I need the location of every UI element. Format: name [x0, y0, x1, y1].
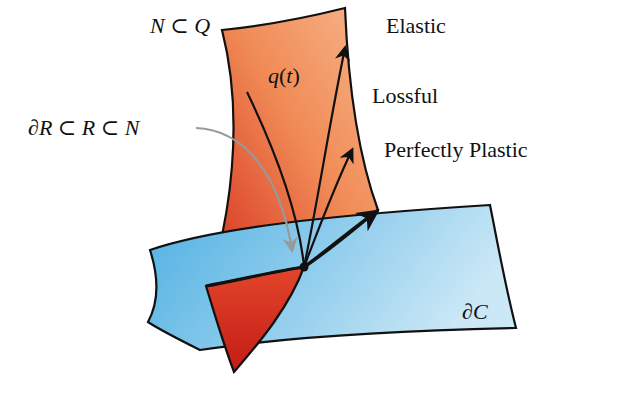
plastic-arrow — [304, 212, 376, 267]
trajectory-curve — [247, 92, 304, 266]
regime-label: Lossful — [372, 84, 438, 108]
manifold-label: N ⊂ Q — [150, 14, 210, 38]
elastic-arrow — [304, 48, 345, 267]
leader-arrow — [196, 128, 292, 250]
constraint-surface — [148, 205, 516, 350]
regime-label: Elastic — [386, 14, 446, 38]
contact-point — [300, 263, 309, 272]
surface-label: ∂C — [462, 300, 488, 324]
regime-label: Perfectly Plastic — [384, 138, 528, 162]
boundary-label: ∂R ⊂ R ⊂ N — [28, 116, 139, 140]
trajectory-label: q(t) — [268, 64, 300, 88]
